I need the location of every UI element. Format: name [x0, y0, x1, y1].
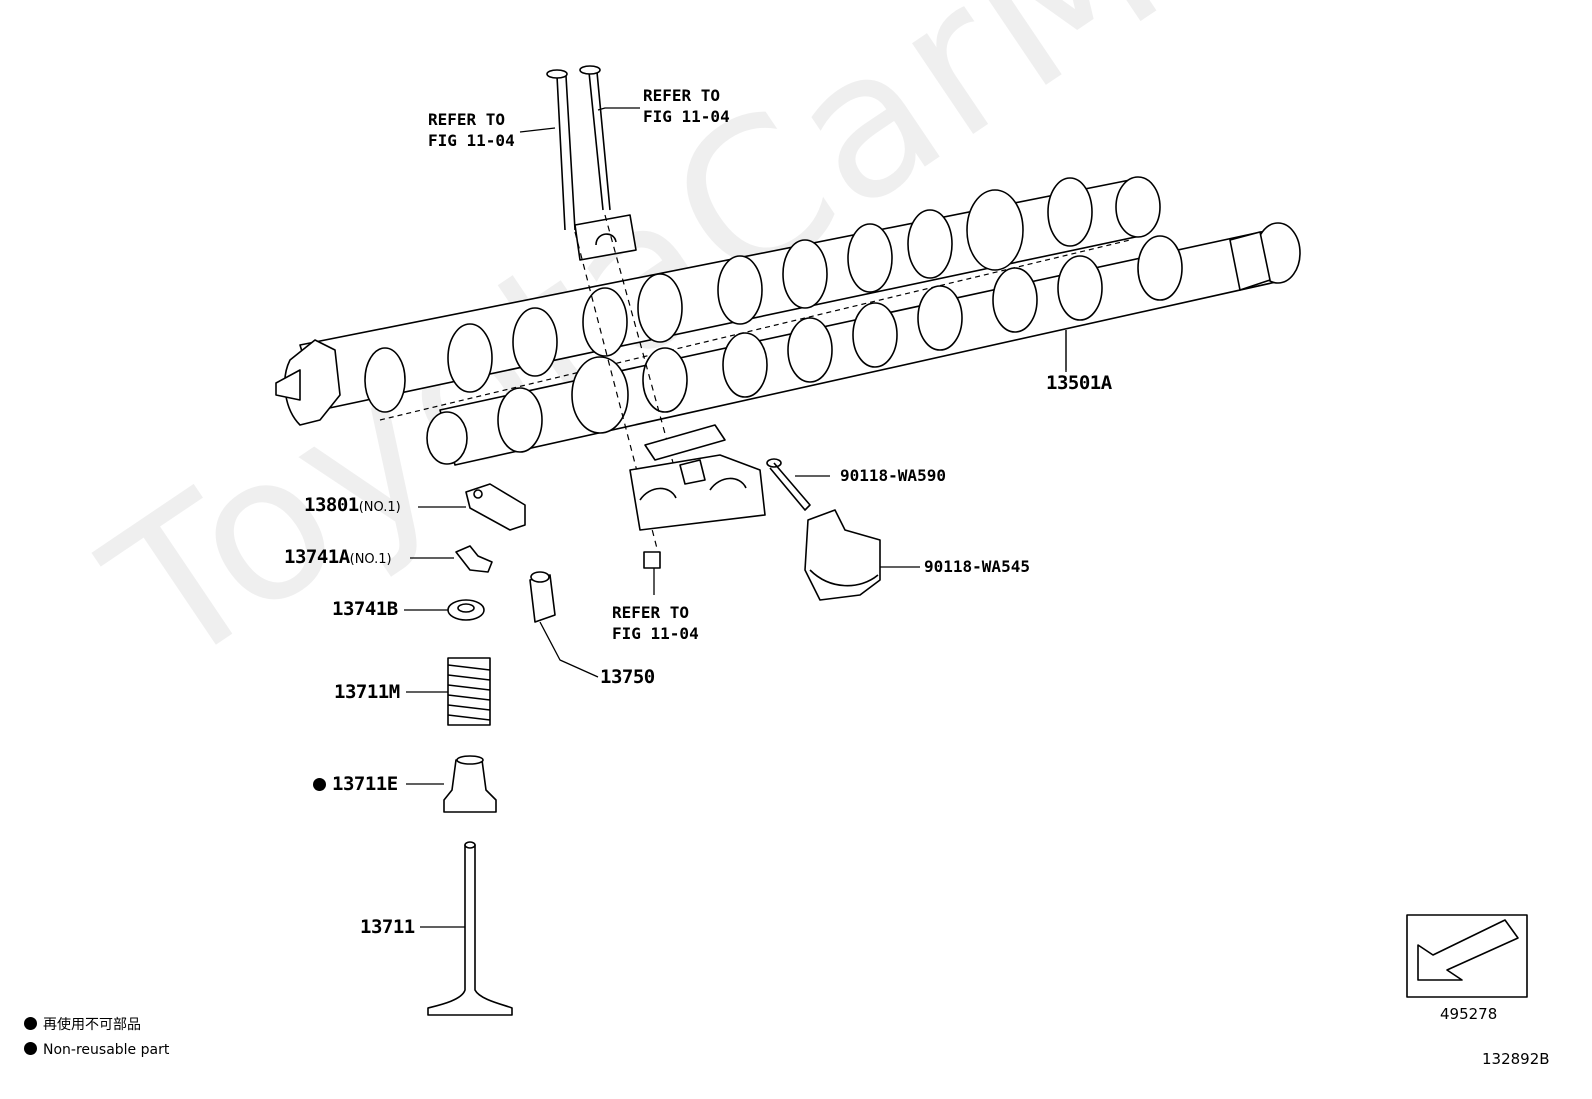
leader-lines [404, 107, 1067, 928]
ref-upper-left-line2: FIG 11-04 [428, 131, 515, 150]
legend-en: Non-reusable part [24, 1040, 169, 1060]
legend-jp: 再使用不可部品 [24, 1015, 141, 1035]
rocker-arm-suffix: (NO.1) [358, 500, 401, 515]
label-bearing-cap: 90118-WA545 [924, 557, 1030, 576]
figure-code: 132892B [1482, 1050, 1550, 1068]
legend-jp-text: 再使用不可部品 [43, 1017, 141, 1033]
ref-upper-right-line1: REFER TO [643, 86, 721, 105]
lash-adjuster [529, 571, 556, 623]
bearing-cap-wa545 [804, 509, 881, 601]
upper-bolts [546, 65, 637, 261]
valve-spring [447, 657, 491, 726]
non-reusable-dot [313, 778, 326, 791]
front-camshaft [426, 222, 1301, 466]
retainer [447, 599, 485, 621]
stem-seal-number: 13711E [332, 773, 398, 795]
bearing-cap-block [629, 424, 766, 569]
direction-code: 495278 [1440, 1005, 1498, 1023]
label-rocker-arm: 13801(NO.1) [304, 494, 401, 519]
rear-camshaft [275, 176, 1161, 426]
label-retainer-lock: 13741A(NO.1) [284, 546, 392, 571]
legend-dot-jp [24, 1017, 37, 1030]
label-camshaft: 13501A [1046, 372, 1112, 394]
label-bolt: 90118-WA590 [840, 466, 946, 485]
ref-upper-left-line1: REFER TO [428, 110, 506, 129]
retainer-lock-suffix: (NO.1) [349, 552, 392, 567]
rocker-arm [465, 483, 526, 531]
label-valve-spring: 13711M [334, 681, 400, 703]
guide-lines [574, 214, 676, 561]
label-lash-adjuster: 13750 [600, 666, 655, 688]
label-stem-seal: 13711E [313, 773, 398, 795]
label-valve: 13711 [360, 916, 415, 938]
ref-upper-right-line2: FIG 11-04 [643, 107, 730, 126]
ref-lower-line1: REFER TO [612, 603, 690, 622]
ref-lower-line2: FIG 11-04 [612, 624, 699, 643]
legend-en-text: Non-reusable part [43, 1042, 170, 1058]
stem-seal [443, 755, 497, 813]
direction-box [1406, 914, 1528, 998]
label-retainer: 13741B [332, 598, 398, 620]
retainer-lock [455, 545, 493, 573]
bolt-wa590 [766, 458, 811, 511]
valve [427, 841, 513, 1016]
legend-dot-en [24, 1042, 37, 1055]
rocker-arm-number: 13801 [304, 494, 359, 516]
retainer-lock-number: 13741A [284, 546, 350, 568]
